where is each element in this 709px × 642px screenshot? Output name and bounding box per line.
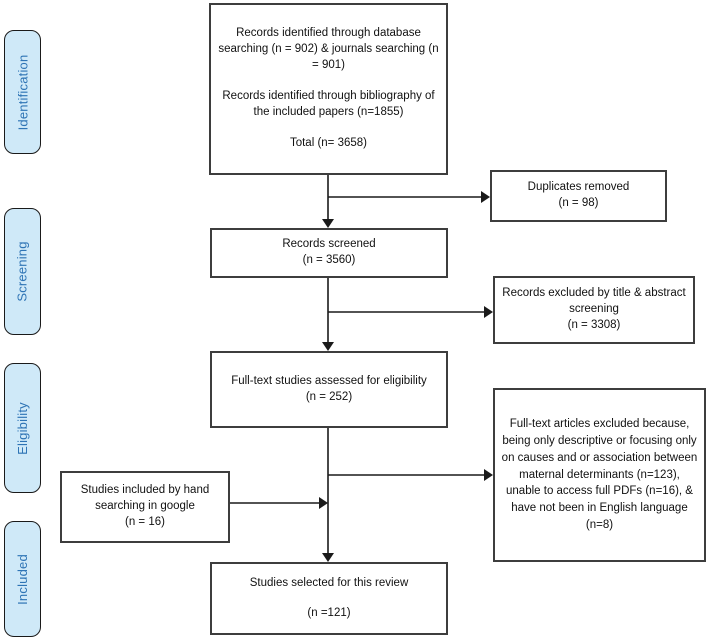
hand-search-text: Studies included by hand searching in go… <box>80 484 210 513</box>
stage-eligibility-label: Eligibility <box>15 401 30 455</box>
records-excluded-title-count: (n = 3308) <box>567 318 621 331</box>
stage-screening: Screening <box>4 208 41 335</box>
fulltext-assessed-count: (n = 252) <box>305 390 353 403</box>
stage-eligibility: Eligibility <box>4 363 41 493</box>
box-records-identified: Records identified through database sear… <box>209 3 448 175</box>
box-records-excluded-title: Records excluded by title & abstract scr… <box>493 276 695 344</box>
box-hand-search: Studies included by hand searching in go… <box>60 471 230 543</box>
studies-selected-text: Studies selected for this review <box>249 576 409 589</box>
studies-selected-count: (n =121) <box>307 606 351 619</box>
stage-included: Included <box>4 521 41 637</box>
duplicates-removed-count: (n = 98) <box>558 197 599 209</box>
stage-included-label: Included <box>15 553 30 605</box>
records-identified-total: Total (n= 3658) <box>289 136 368 149</box>
box-studies-selected: Studies selected for this review (n =121… <box>210 562 448 635</box>
arrow-right-to-ft-excluded <box>484 469 493 481</box>
arrow-down-to-screened <box>322 219 334 228</box>
arrow-down-to-selected <box>322 553 334 562</box>
box-records-screened: Records screened (n = 3560) <box>210 228 448 278</box>
records-identified-search: Records identified through database sear… <box>218 27 439 72</box>
arrow-down-to-fulltext <box>322 342 334 351</box>
stage-identification-label: Identification <box>15 54 31 130</box>
hand-search-count: (n = 16) <box>125 515 165 528</box>
records-excluded-title-text: Records excluded by title & abstract scr… <box>502 287 686 316</box>
duplicates-removed-text: Duplicates removed <box>527 181 630 194</box>
box-fulltext-assessed: Full-text studies assessed for eligibili… <box>210 351 448 428</box>
arrow-right-to-title-excluded <box>484 306 493 318</box>
fulltext-excluded-text: Full-text articles excluded because, bei… <box>501 418 698 531</box>
arrow-right-from-hand-search <box>319 497 328 509</box>
box-duplicates-removed: Duplicates removed (n = 98) <box>490 170 667 222</box>
fulltext-assessed-text: Full-text studies assessed for eligibili… <box>231 374 427 387</box>
stage-identification: Identification <box>4 30 41 154</box>
records-screened-count: (n = 3560) <box>302 254 356 266</box>
records-screened-text: Records screened <box>282 238 376 251</box>
records-identified-bibliography: Records identified through bibliography … <box>222 90 435 118</box>
arrow-right-to-duplicates <box>481 191 490 203</box>
stage-screening-label: Screening <box>15 241 30 302</box>
box-fulltext-excluded: Full-text articles excluded because, bei… <box>493 388 706 562</box>
